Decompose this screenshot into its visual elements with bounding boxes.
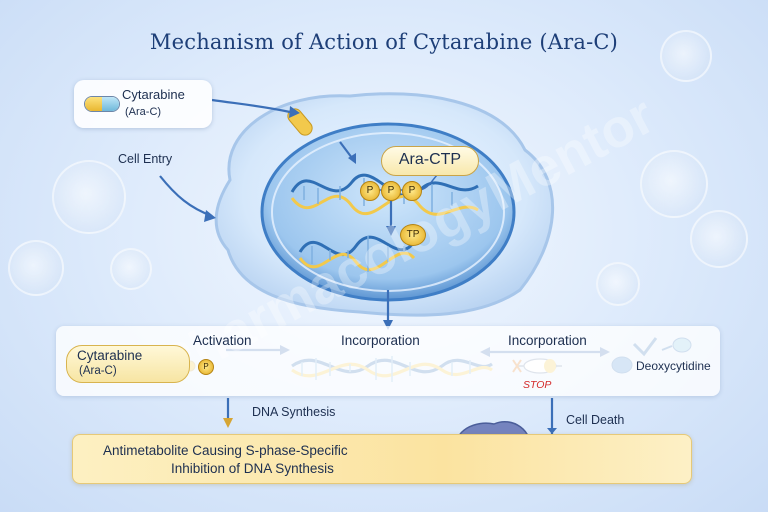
- drug-abbrev: (Ara-C): [125, 106, 162, 118]
- stop-label: STOP: [523, 379, 552, 391]
- background-cell: [110, 248, 152, 290]
- drug-card: Cytarabine (Ara-C): [74, 80, 212, 128]
- activation-label: Activation: [193, 333, 252, 348]
- phosphate-icon: P: [402, 181, 422, 201]
- background-cell: [660, 30, 712, 82]
- conclusion-line-1: Antimetabolite Causing S-phase-Specific: [103, 443, 348, 458]
- conclusion-line-2: Inhibition of DNA Synthesis: [171, 461, 334, 476]
- conclusion-box: Antimetabolite Causing S-phase-Specific …: [72, 434, 692, 484]
- phosphate-icon: P: [198, 359, 214, 375]
- background-cell: [596, 262, 640, 306]
- drug-name: Cytarabine: [122, 87, 185, 102]
- deoxycytidine-label: Deoxycytidine: [636, 359, 711, 373]
- dna-synthesis-arrow: [223, 418, 233, 428]
- ara-ctp-label: Ara-CTP: [398, 151, 462, 168]
- page-title: Mechanism of Action of Cytarabine (Ara-C…: [149, 30, 619, 54]
- band-drug-name: Cytarabine: [77, 348, 143, 363]
- tp-badge: TP: [400, 224, 426, 246]
- ara-ctp-box: Ara-CTP: [381, 146, 479, 176]
- incorporation-label-2: Incorporation: [508, 333, 587, 348]
- band-drug-pill: Cytarabine (Ara-C): [66, 345, 190, 383]
- background-cell: [640, 150, 708, 218]
- band-drug-abbrev: (Ara-C): [79, 365, 117, 377]
- incorporation-label-1: Incorporation: [341, 333, 420, 348]
- background-cell: [52, 160, 126, 234]
- dna-synthesis-label: DNA Synthesis: [252, 405, 336, 419]
- phosphate-icon: P: [360, 181, 380, 201]
- nuclear-dna-helix: [290, 173, 479, 272]
- capsule-icon: [84, 96, 120, 112]
- cell-entry-label: Cell Entry: [118, 152, 173, 166]
- cell-death-label: Cell Death: [566, 413, 625, 427]
- background-cell: [690, 210, 748, 268]
- phosphate-icon: P: [381, 181, 401, 201]
- background-cell: [8, 240, 64, 296]
